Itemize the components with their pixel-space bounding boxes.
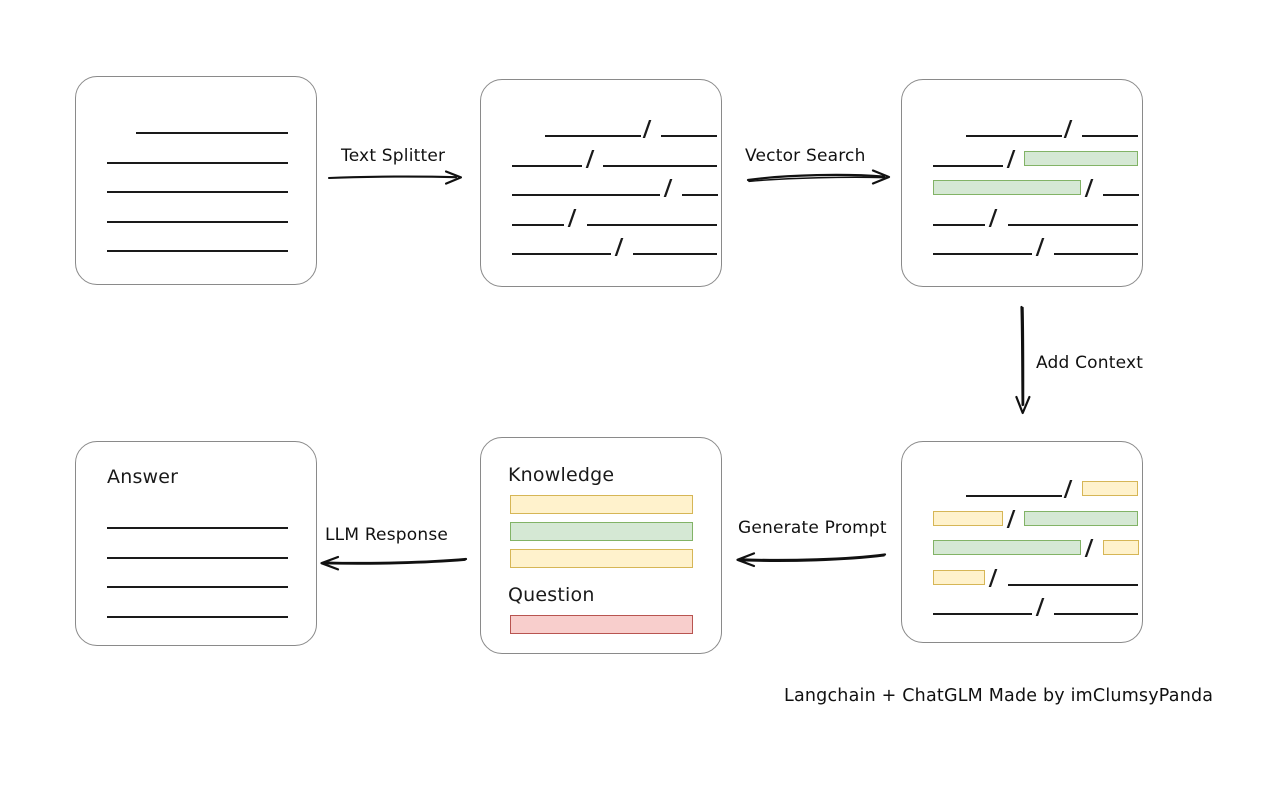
box-retrieved-document[interactable]: / / / / /: [901, 79, 1143, 287]
highlighted-segment-yellow[interactable]: [1103, 540, 1139, 555]
box-prompt[interactable]: Knowledge Question: [480, 437, 722, 654]
arrow-add-context: [1015, 305, 1031, 415]
text-line-segment: [933, 223, 985, 226]
prompt-knowledge-heading: Knowledge: [508, 464, 615, 486]
highlighted-segment-green[interactable]: [933, 540, 1081, 555]
text-line-segment: [107, 161, 288, 164]
line-separator-slash: /: [567, 205, 577, 231]
footer-credit: Langchain + ChatGLM Made by imClumsyPand…: [784, 686, 1214, 706]
arrow-label-generate-prompt: Generate Prompt: [738, 518, 887, 538]
text-line-segment: [1054, 613, 1138, 615]
text-line-segment: [966, 135, 1062, 137]
arrow-label-llm-response: LLM Response: [325, 525, 449, 545]
box-context-document[interactable]: / / / / /: [901, 441, 1143, 643]
text-line-segment: [545, 135, 641, 137]
box-source-document[interactable]: [75, 76, 317, 285]
text-line-segment: [1008, 583, 1138, 586]
prompt-bar-green[interactable]: [510, 522, 693, 541]
text-line-segment: [512, 223, 564, 226]
line-separator-slash: /: [1035, 595, 1045, 620]
text-line-segment: [107, 191, 288, 193]
arrow-label-vector-search: Vector Search: [745, 146, 866, 166]
answer-heading: Answer: [107, 466, 179, 488]
text-line-segment: [1008, 223, 1138, 226]
text-line-segment: [1054, 253, 1138, 255]
highlighted-segment-green[interactable]: [1024, 510, 1138, 526]
highlighted-segment-green[interactable]: [1024, 150, 1138, 166]
text-line-segment: [933, 253, 1032, 255]
arrow-vector-search: [746, 169, 891, 185]
text-line-segment: [136, 132, 288, 134]
text-line-segment: [107, 556, 288, 559]
text-line-segment: [107, 586, 288, 588]
text-line-segment: [587, 223, 717, 226]
line-separator-slash: /: [642, 117, 652, 142]
line-separator-slash: /: [988, 205, 998, 231]
highlighted-segment-yellow[interactable]: [933, 510, 1003, 526]
text-line-segment: [512, 164, 582, 167]
text-line-segment: [933, 164, 1003, 167]
prompt-question-heading: Question: [508, 584, 595, 606]
text-line-segment: [107, 527, 288, 529]
line-separator-slash: /: [1063, 117, 1073, 142]
text-line-segment: [1082, 135, 1138, 137]
arrow-label-text-splitter: Text Splitter: [341, 146, 446, 166]
prompt-bar-red[interactable]: [510, 615, 693, 634]
line-separator-slash: /: [1084, 536, 1094, 561]
text-line-segment: [512, 194, 660, 196]
line-separator-slash: /: [585, 146, 595, 172]
line-separator-slash: /: [1006, 146, 1016, 172]
box-answer[interactable]: Answer: [75, 441, 317, 646]
text-line-segment: [1103, 194, 1139, 196]
line-separator-slash: /: [1035, 235, 1045, 260]
text-line-segment: [512, 253, 611, 255]
highlighted-segment-green[interactable]: [933, 180, 1081, 195]
line-separator-slash: /: [1063, 477, 1073, 502]
highlighted-segment-yellow[interactable]: [933, 569, 985, 585]
prompt-bar-yellow[interactable]: [510, 549, 693, 568]
line-separator-slash: /: [1084, 176, 1094, 201]
text-line-segment: [107, 615, 288, 618]
arrow-generate-prompt: [736, 552, 887, 568]
text-line-segment: [107, 220, 288, 223]
text-line-segment: [107, 250, 288, 252]
text-line-segment: [603, 164, 717, 167]
arrow-label-add-context: Add Context: [1036, 353, 1144, 373]
line-separator-slash: /: [663, 176, 673, 201]
box-split-document[interactable]: / / / / /: [480, 79, 722, 287]
text-line-segment: [966, 495, 1062, 497]
text-line-segment: [682, 194, 718, 196]
arrow-llm-response: [320, 555, 468, 571]
line-separator-slash: /: [614, 235, 624, 260]
line-separator-slash: /: [1006, 506, 1016, 532]
highlighted-segment-yellow[interactable]: [1082, 481, 1138, 496]
text-line-segment: [933, 613, 1032, 615]
text-line-segment: [661, 135, 717, 137]
arrow-text-splitter: [327, 170, 463, 185]
line-separator-slash: /: [988, 565, 998, 591]
text-line-segment: [633, 253, 717, 255]
prompt-bar-yellow[interactable]: [510, 495, 693, 514]
